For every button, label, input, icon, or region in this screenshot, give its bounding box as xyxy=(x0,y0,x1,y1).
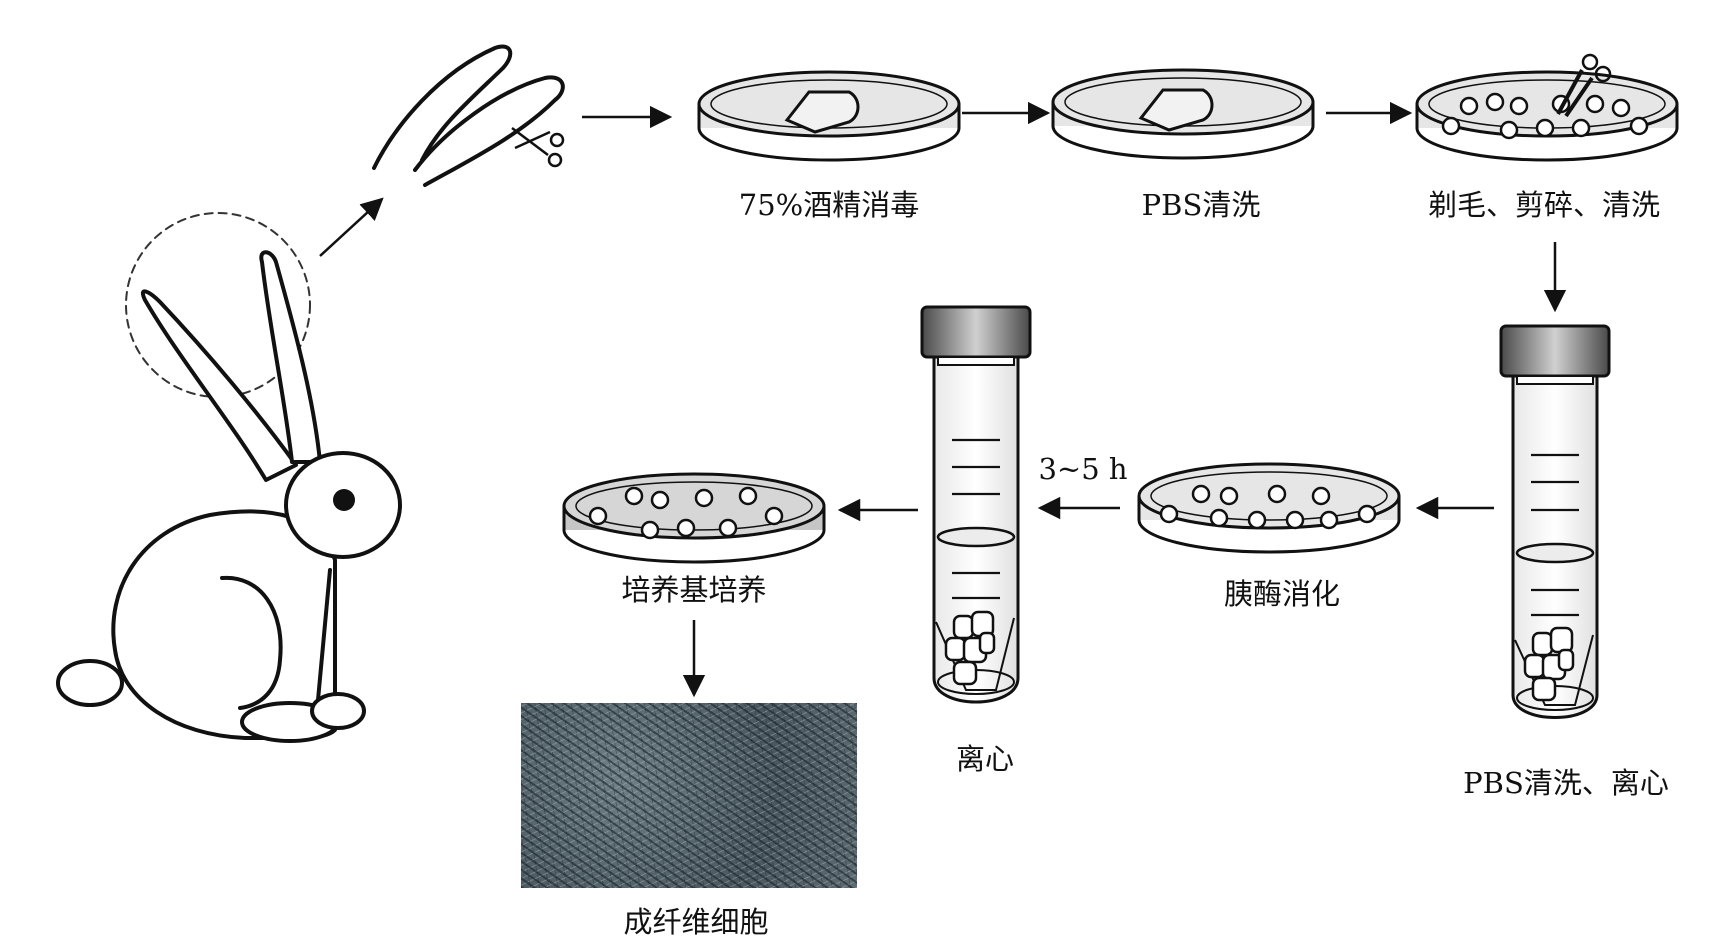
label-pbs-wash: PBS清洗 xyxy=(1141,188,1261,222)
petri-dish-icon xyxy=(1137,462,1401,554)
label-duration: 3~5 h xyxy=(1038,452,1128,486)
scissors-icon xyxy=(511,127,565,168)
centrifuge-tube-icon xyxy=(1499,324,1611,719)
label-centrifuge: 离心 xyxy=(955,742,1015,776)
fibroblast-micrograph xyxy=(521,703,857,888)
label-culture: 培养基培养 xyxy=(621,573,767,607)
label-trypsin: 胰酶消化 xyxy=(1223,577,1341,611)
cut-ears-icon xyxy=(372,44,565,187)
label-fibroblast: 成纤维细胞 xyxy=(623,905,769,939)
petri-dish-icon xyxy=(697,70,961,162)
arrow-icon xyxy=(319,197,384,257)
petri-dish-icon xyxy=(1051,68,1315,160)
label-shave-mince: 剃毛、剪碎、清洗 xyxy=(1427,188,1661,222)
rabbit-icon xyxy=(56,212,402,743)
label-pbs-centrifuge: PBS清洗、离心 xyxy=(1463,766,1669,800)
centrifuge-tube-icon xyxy=(920,305,1032,704)
label-alcohol: 75%酒精消毒 xyxy=(738,188,920,222)
petri-dish-icon xyxy=(562,472,826,564)
petri-dish-icon xyxy=(1415,70,1679,162)
scissors-icon xyxy=(1556,53,1612,118)
